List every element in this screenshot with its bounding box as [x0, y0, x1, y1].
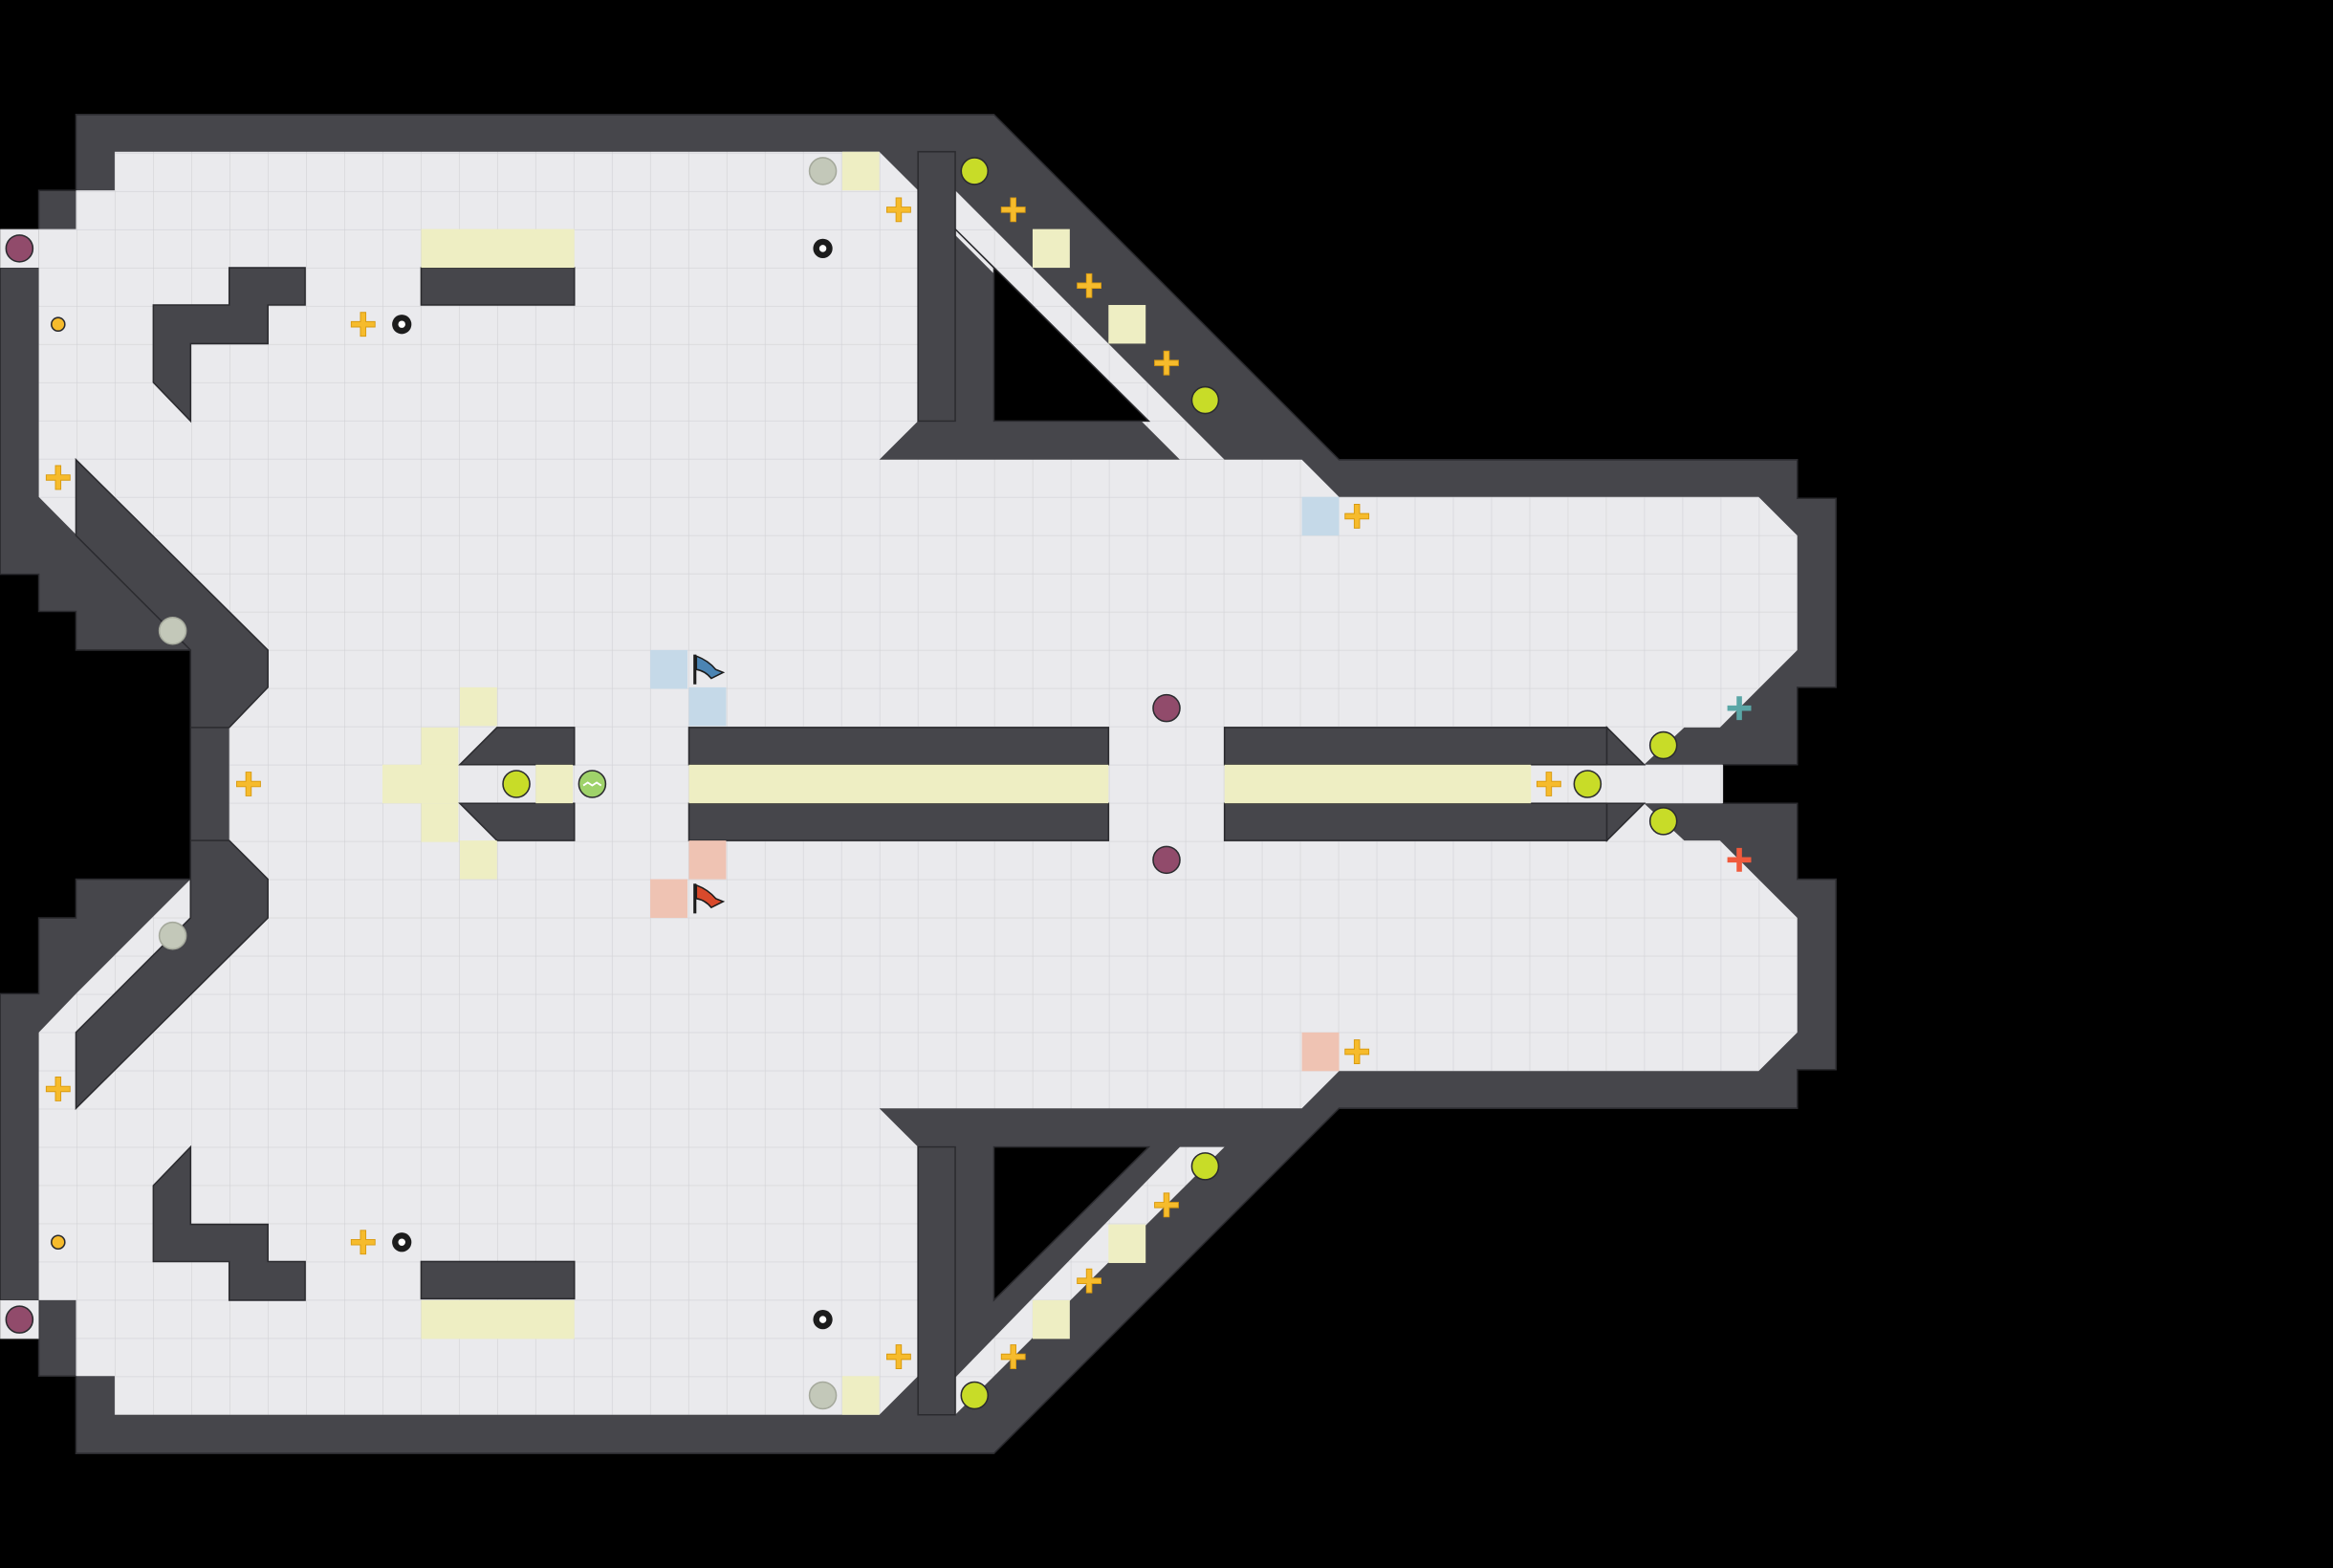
spike-icon	[813, 238, 833, 258]
bomb-icon	[1152, 693, 1181, 723]
inactive-button-icon	[808, 157, 838, 185]
inactive-button-icon	[158, 921, 187, 950]
blue-flag-icon	[693, 654, 726, 685]
button-icon	[502, 770, 531, 798]
bomb-icon	[5, 1305, 34, 1334]
portal-icon	[51, 1234, 66, 1251]
portal-icon	[51, 316, 66, 332]
buttons	[158, 157, 1678, 1410]
bombs	[5, 234, 1181, 1334]
team-tiles	[650, 496, 1340, 1072]
inner-walls	[75, 150, 1646, 1416]
button-icon	[1573, 770, 1603, 798]
powerup-marker	[578, 770, 607, 798]
button-icon	[960, 1381, 990, 1410]
button-icon	[960, 157, 990, 185]
button-icon	[1648, 730, 1678, 760]
spike-icon	[392, 1232, 412, 1252]
inactive-button-icon	[808, 1381, 838, 1410]
sand-tiles	[382, 151, 1532, 1415]
portals	[51, 316, 66, 1251]
red-flag-icon	[693, 883, 726, 914]
bomb-icon	[1152, 845, 1181, 875]
bomb-icon	[5, 234, 34, 263]
spike-icon	[392, 315, 412, 335]
button-icon	[1648, 807, 1678, 836]
button-icon	[1190, 1152, 1220, 1181]
spike-icon	[813, 1310, 833, 1330]
inactive-button-icon	[158, 616, 187, 645]
button-icon	[1190, 385, 1220, 415]
